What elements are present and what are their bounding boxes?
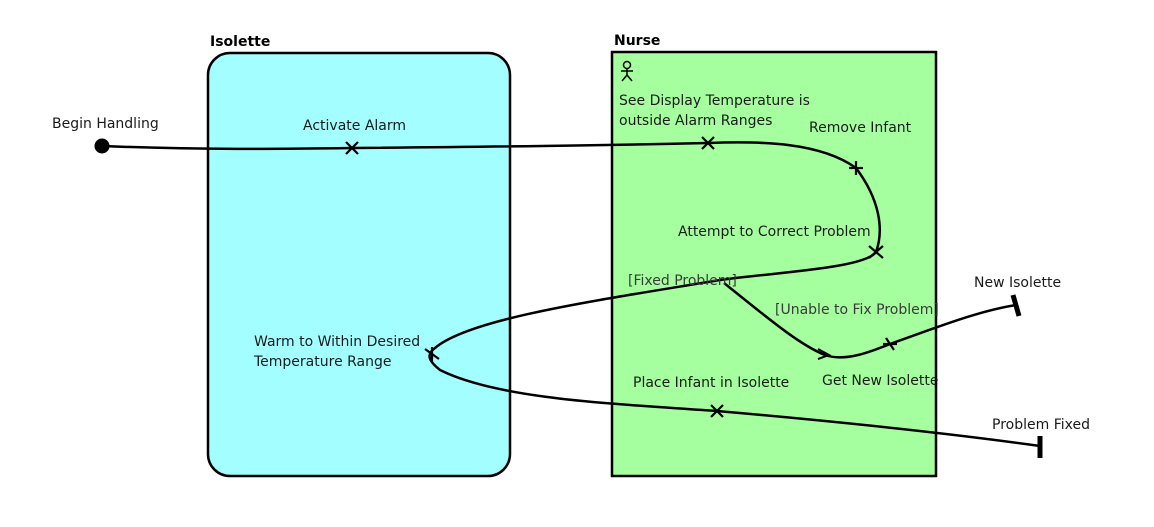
nurse-lane[interactable] bbox=[610, 50, 938, 478]
get-new-isolette-marker[interactable] bbox=[883, 337, 897, 351]
place-infant-marker[interactable] bbox=[710, 404, 724, 418]
warm-label-line1: Warm to Within Desired bbox=[254, 334, 420, 350]
nurse-lane-title: Nurse bbox=[614, 33, 660, 49]
alternative-scenario-path[interactable] bbox=[723, 282, 1018, 359]
start-point[interactable] bbox=[94, 138, 110, 154]
stick-figure-actor-icon bbox=[621, 60, 633, 82]
attempt-correct-label: Attempt to Correct Problem bbox=[678, 224, 871, 240]
responsibility-markers bbox=[345, 136, 897, 418]
see-display-label-line1: See Display Temperature is bbox=[619, 93, 810, 109]
problem-fixed-end-label: Problem Fixed bbox=[992, 417, 1090, 433]
main-scenario-path[interactable] bbox=[101, 141, 1041, 448]
fixed-problem-guard: [Fixed Problem] bbox=[628, 273, 737, 289]
remove-infant-label: Remove Infant bbox=[809, 120, 912, 136]
new-isolette-end-label: New Isolette bbox=[974, 275, 1061, 291]
new-isolette-end-bar[interactable] bbox=[1010, 294, 1022, 317]
branch-arrowhead bbox=[817, 348, 832, 360]
unable-to-fix-guard: [Unable to Fix Problem] bbox=[775, 302, 939, 318]
get-new-isolette-label: Get New Isolette bbox=[822, 373, 938, 389]
start-point-label: Begin Handling bbox=[52, 116, 159, 132]
warm-marker[interactable] bbox=[424, 347, 440, 361]
warm-label-line2: Temperature Range bbox=[253, 354, 392, 370]
place-infant-label: Place Infant in Isolette bbox=[633, 375, 789, 391]
see-display-marker[interactable] bbox=[701, 136, 715, 150]
isolette-lane-title: Isolette bbox=[210, 34, 270, 50]
isolette-lane[interactable] bbox=[206, 51, 512, 478]
attempt-correct-marker[interactable] bbox=[868, 245, 884, 259]
see-display-label-line2: outside Alarm Ranges bbox=[619, 113, 772, 129]
activate-alarm-label: Activate Alarm bbox=[303, 118, 406, 134]
remove-infant-marker[interactable] bbox=[849, 161, 863, 175]
activate-alarm-marker[interactable] bbox=[345, 141, 359, 155]
